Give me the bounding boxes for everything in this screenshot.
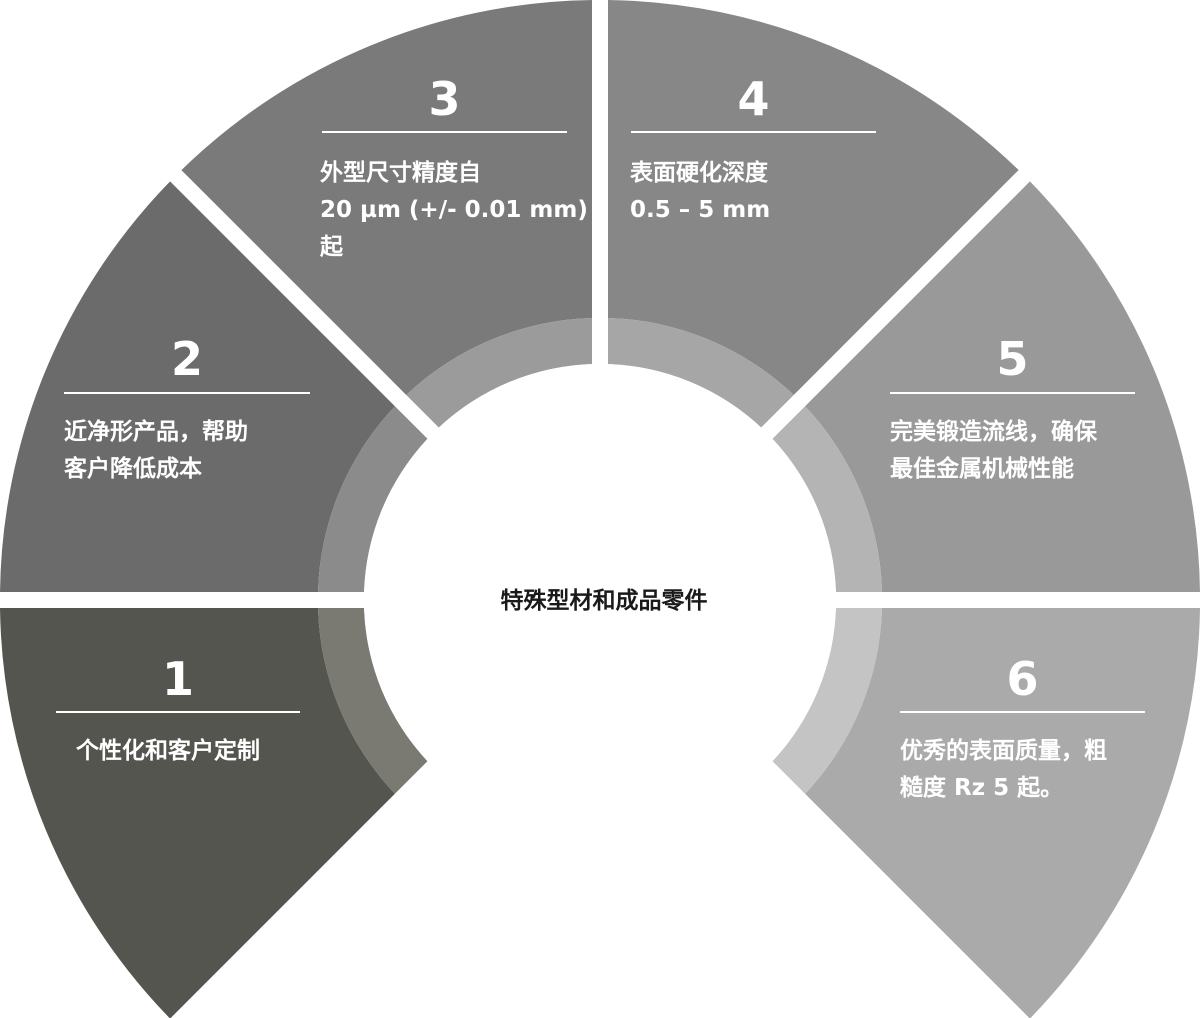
segment-3: 3 外型尺寸精度自 20 µm (+/- 0.01 mm) 起 bbox=[181, 0, 592, 428]
segment-1-number: 1 bbox=[162, 652, 194, 706]
segment-4: 4 表面硬化深度 0.5 – 5 mm bbox=[608, 0, 1019, 428]
segment-2-ring bbox=[318, 406, 428, 592]
segment-4-number: 4 bbox=[737, 72, 769, 126]
center-label: 特殊型材和成品零件 bbox=[501, 588, 708, 614]
center-hub: 特殊型材和成品零件 bbox=[364, 364, 836, 836]
segment-6-text-line: 优秀的表面质量，粗 bbox=[900, 737, 1107, 764]
segment-6-wedge bbox=[805, 608, 1200, 1018]
segment-5-ring bbox=[772, 406, 882, 592]
segment-1-ring bbox=[318, 608, 428, 794]
segment-6-text-line: 糙度 Rz 5 起。 bbox=[900, 774, 1063, 801]
segment-3-text-line: 外型尺寸精度自 bbox=[320, 159, 481, 186]
segment-2-number: 2 bbox=[171, 332, 203, 386]
segment-4-text-line: 0.5 – 5 mm bbox=[630, 197, 770, 223]
segment-2-text-line: 客户降低成本 bbox=[64, 455, 202, 482]
segment-3-text-line: 20 µm (+/- 0.01 mm) bbox=[320, 197, 588, 223]
segment-5-text-line: 最佳金属机械性能 bbox=[890, 455, 1074, 482]
segment-4-wedge bbox=[608, 0, 1019, 395]
segment-3-number: 3 bbox=[428, 72, 460, 126]
segment-4-ring bbox=[608, 318, 794, 428]
segment-6-number: 6 bbox=[1006, 652, 1038, 706]
center-circle bbox=[364, 364, 836, 836]
segment-5-text-line: 完美锻造流线，确保 bbox=[890, 418, 1098, 445]
segment-1-wedge bbox=[0, 608, 395, 1018]
segment-1-text-line: 个性化和客户定制 bbox=[76, 737, 260, 764]
segment-3-text-line: 起 bbox=[320, 234, 344, 260]
segment-2-text-line: 近净形产品，帮助 bbox=[64, 418, 248, 445]
segment-6-ring bbox=[772, 608, 882, 794]
segment-5-number: 5 bbox=[996, 332, 1028, 386]
segment-2-wedge bbox=[0, 181, 395, 592]
segment-1: 1 个性化和客户定制 bbox=[0, 608, 428, 1018]
segment-4-text-line: 表面硬化深度 bbox=[630, 159, 769, 186]
segment-5-wedge bbox=[805, 181, 1200, 592]
segment-3-wedge bbox=[181, 0, 592, 395]
segment-6: 6 优秀的表面质量，粗糙度 Rz 5 起。 bbox=[772, 608, 1200, 1018]
segment-3-ring bbox=[406, 318, 592, 428]
